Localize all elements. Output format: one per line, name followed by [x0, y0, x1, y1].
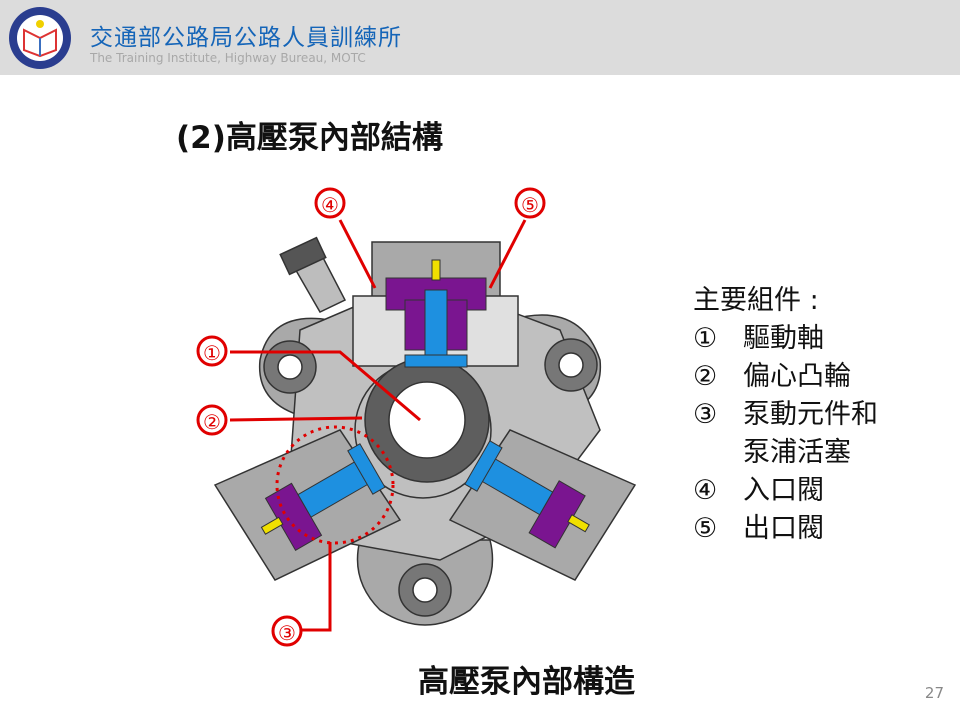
callout-2: ②: [203, 410, 221, 434]
slide-title: (2)高壓泵內部結構: [176, 120, 443, 156]
page-number: 27: [924, 684, 944, 702]
callout-3: ③: [278, 621, 296, 645]
callout-1: ①: [203, 341, 221, 365]
callout-5: ⑤: [521, 193, 539, 217]
mounting-holes: [263, 338, 598, 617]
org-name-cn: 交通部公路局公路人員訓練所: [90, 25, 402, 51]
eccentric-cam: [354, 357, 492, 499]
callouts: [196, 187, 546, 647]
header-bar: 交通部公路局公路人員訓練所 The Training Institute, Hi…: [0, 0, 960, 75]
callout-4: ④: [321, 193, 339, 217]
pump-element-highlight: [275, 425, 395, 545]
institute-logo: [9, 7, 71, 69]
legend-item: 泵浦活塞: [743, 437, 851, 468]
diagram-caption: 高壓泵內部構造: [418, 664, 635, 700]
pump-element-top: [385, 259, 487, 368]
org-name-en: The Training Institute, Highway Bureau, …: [90, 51, 366, 65]
callout-labels: ① ② ③ ④ ⑤: [203, 193, 539, 645]
pump-element-right: [464, 440, 590, 549]
pump-element-left: [260, 443, 386, 551]
legend-heading: 主要組件 :: [693, 285, 819, 316]
